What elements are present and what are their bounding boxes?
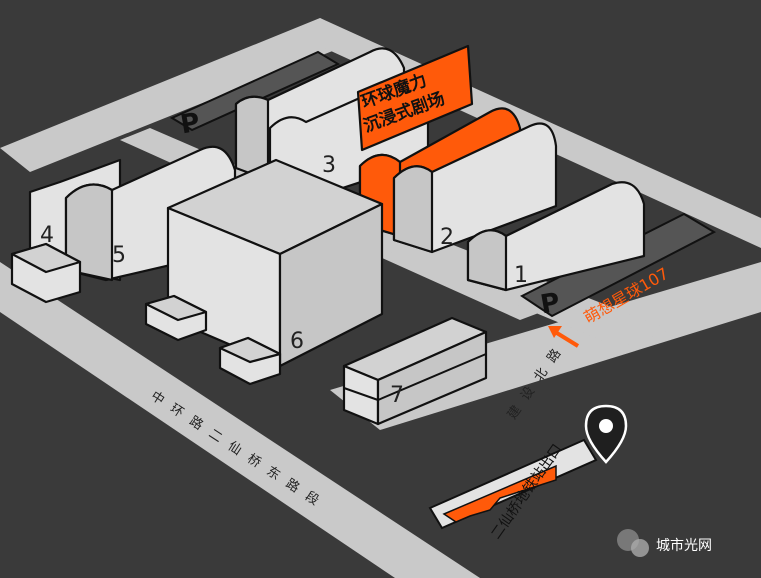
svg-text:3: 3: [322, 153, 336, 178]
building-7: 7: [342, 316, 488, 426]
road-zhonghuan: [0, 262, 480, 578]
road-inner-lower: [380, 232, 670, 348]
building-2: 2: [392, 122, 558, 254]
parking-symbol-north: P: [178, 108, 202, 141]
svg-text:4: 4: [40, 223, 54, 248]
location-pin-icon: [584, 404, 628, 464]
parking-lot-north: P: [169, 50, 341, 141]
svg-text:5: 5: [112, 243, 126, 268]
watermark-text: 城市光网: [656, 537, 712, 554]
arrow-up-icon: [548, 326, 580, 348]
svg-text:6: 6: [290, 329, 304, 354]
svg-text:1: 1: [514, 263, 528, 288]
annex-block-a: [144, 294, 208, 342]
annex-block-b: [218, 336, 282, 386]
parking-symbol-east: P: [538, 288, 562, 321]
svg-text:2: 2: [440, 225, 454, 250]
watermark: 城市光网: [617, 529, 712, 557]
building-1: 1: [466, 181, 646, 292]
road-north-west: [0, 18, 360, 172]
svg-text:7: 7: [390, 383, 404, 408]
annex-block-west: [10, 242, 82, 304]
